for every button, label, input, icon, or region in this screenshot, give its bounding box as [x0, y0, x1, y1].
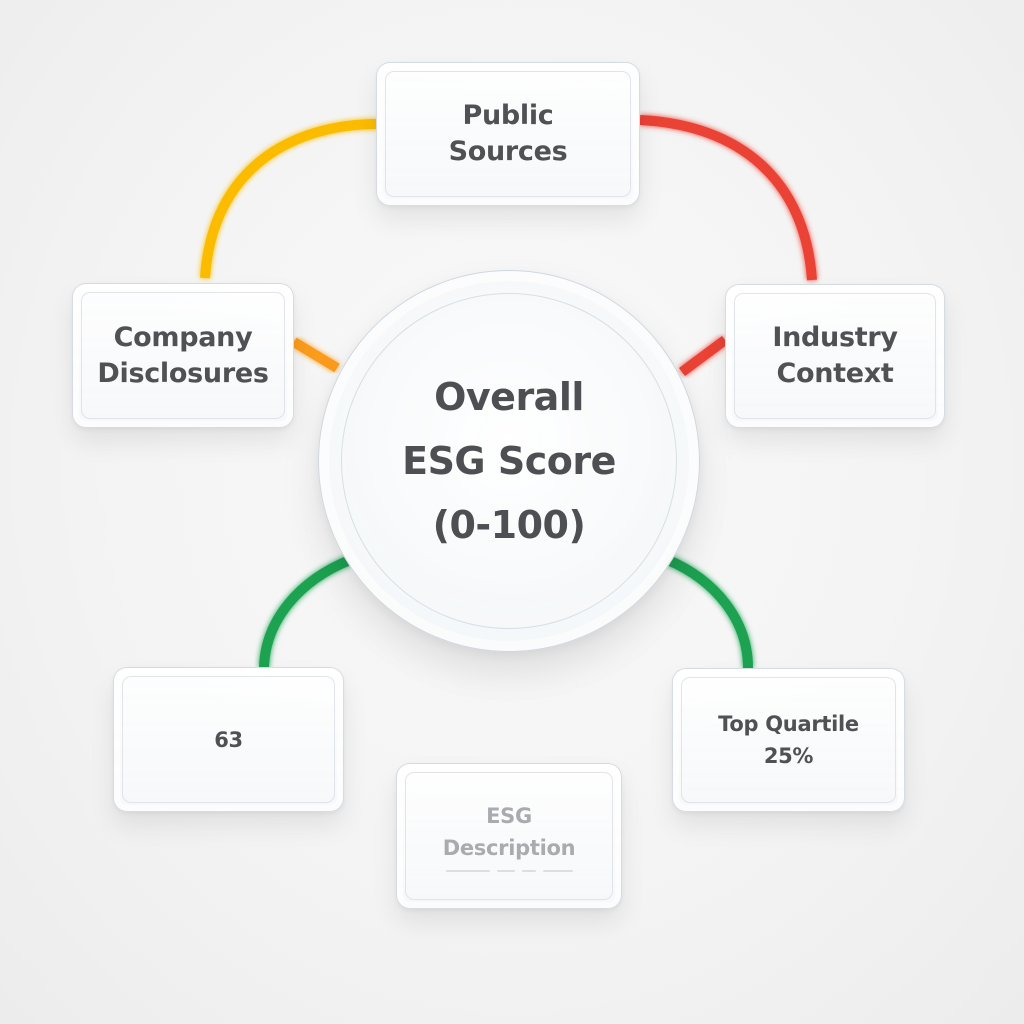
connector-hub-to-top-quartile: [666, 555, 753, 669]
node-label: 63: [214, 727, 243, 752]
node-label: ESG Description: [442, 804, 576, 860]
node-company-disclosures: Company Disclosures: [72, 283, 294, 428]
connector-public-to-disclosures: [200, 119, 379, 279]
node-esg-description: ESG Description: [396, 763, 622, 909]
node-label: Top Quartile 25%: [718, 712, 859, 768]
connector-industry-to-hub: [679, 335, 728, 377]
connector-disclosures-to-hub: [291, 337, 340, 373]
overall-esg-score-hub: Overall ESG Score (0-100): [318, 270, 700, 652]
node-label: Public Sources: [448, 100, 568, 167]
node-label: Industry Context: [772, 322, 898, 389]
hub-title: Overall ESG Score (0-100): [402, 375, 616, 547]
node-score-value: 63: [113, 667, 344, 812]
connector-public-to-industry: [639, 115, 817, 281]
connector-hub-to-score-value: [259, 555, 352, 669]
node-top-quartile: Top Quartile 25%: [672, 668, 905, 812]
text-placeholder-lines: [445, 870, 573, 872]
node-industry-context: Industry Context: [725, 284, 945, 428]
node-public-sources: Public Sources: [376, 62, 640, 206]
node-label: Company Disclosures: [97, 321, 269, 389]
